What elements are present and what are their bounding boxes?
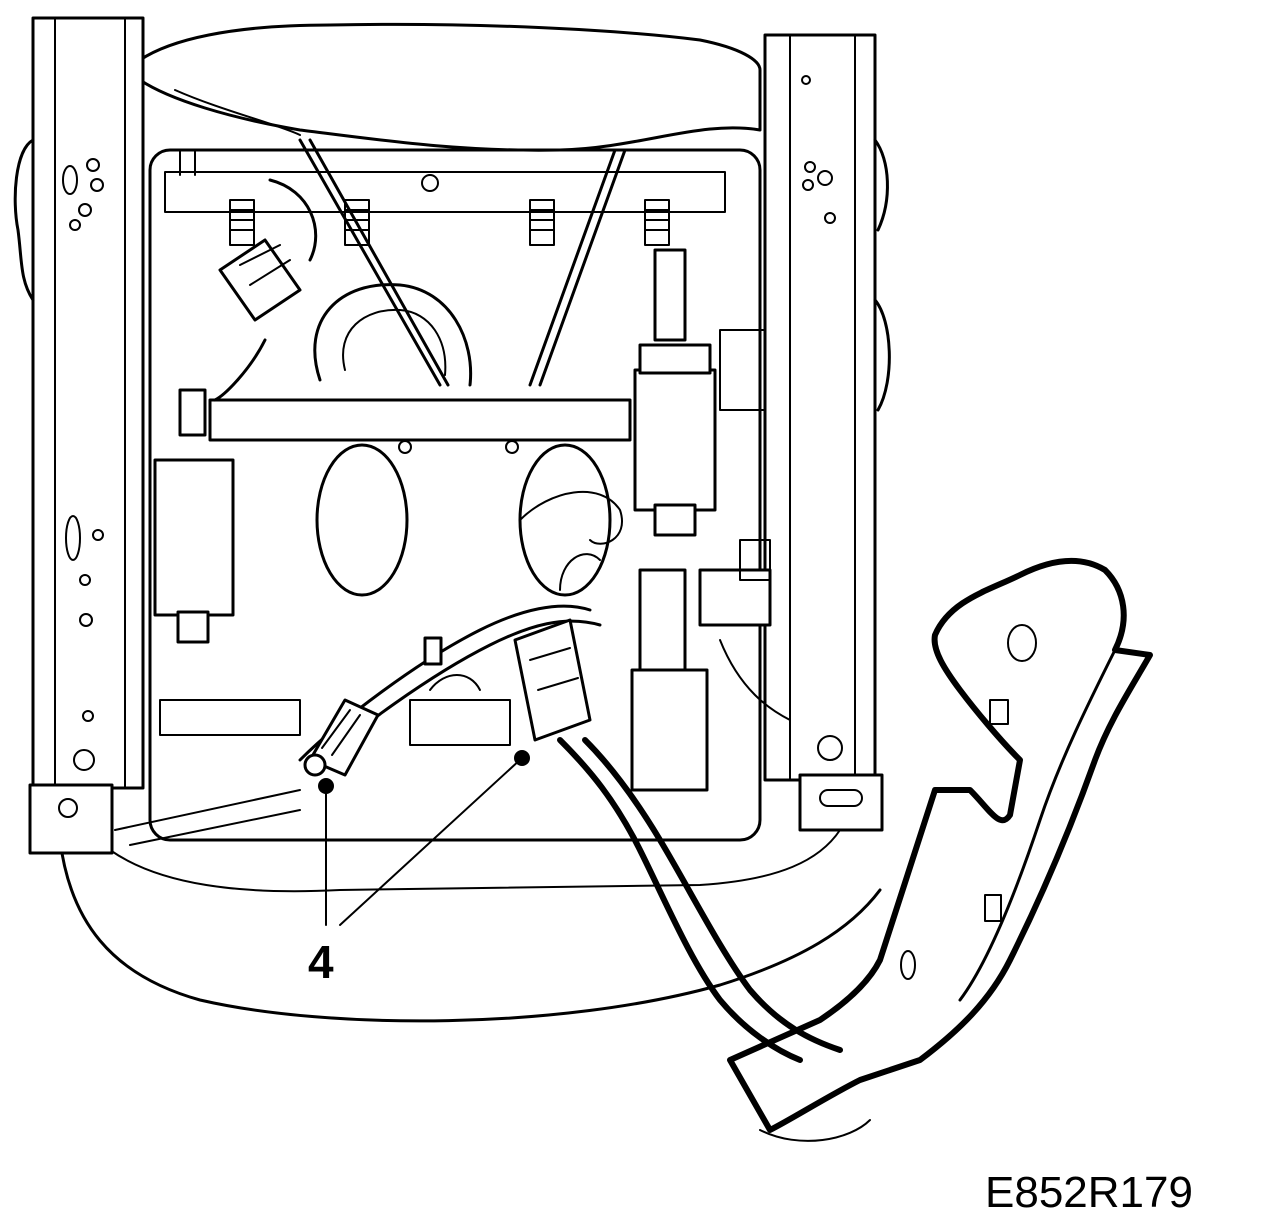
seat-cable-strap: [557, 737, 843, 1063]
seat-back-cushion-top: [138, 22, 762, 152]
seat-side-trim-panel: [727, 557, 1153, 1142]
right-side-rail: [763, 33, 891, 832]
callout-label: 4: [308, 936, 334, 988]
callout-leader-right: [339, 757, 523, 926]
seat-cushion-outline: [58, 838, 882, 1023]
harness-connector-left: [303, 698, 380, 777]
seat-springs: [229, 199, 670, 246]
figure-code: E852R179: [985, 1168, 1193, 1217]
seat-motor-left: [153, 388, 235, 644]
seat-frame: [114, 148, 762, 846]
seat-motor-right-lower: [630, 568, 772, 792]
upper-left-connector: [213, 178, 318, 402]
seat-motor-right-upper: [633, 248, 717, 537]
left-side-rail: [13, 16, 145, 855]
harness-connector-right: [423, 618, 592, 742]
callout-4: 4: [308, 750, 530, 988]
